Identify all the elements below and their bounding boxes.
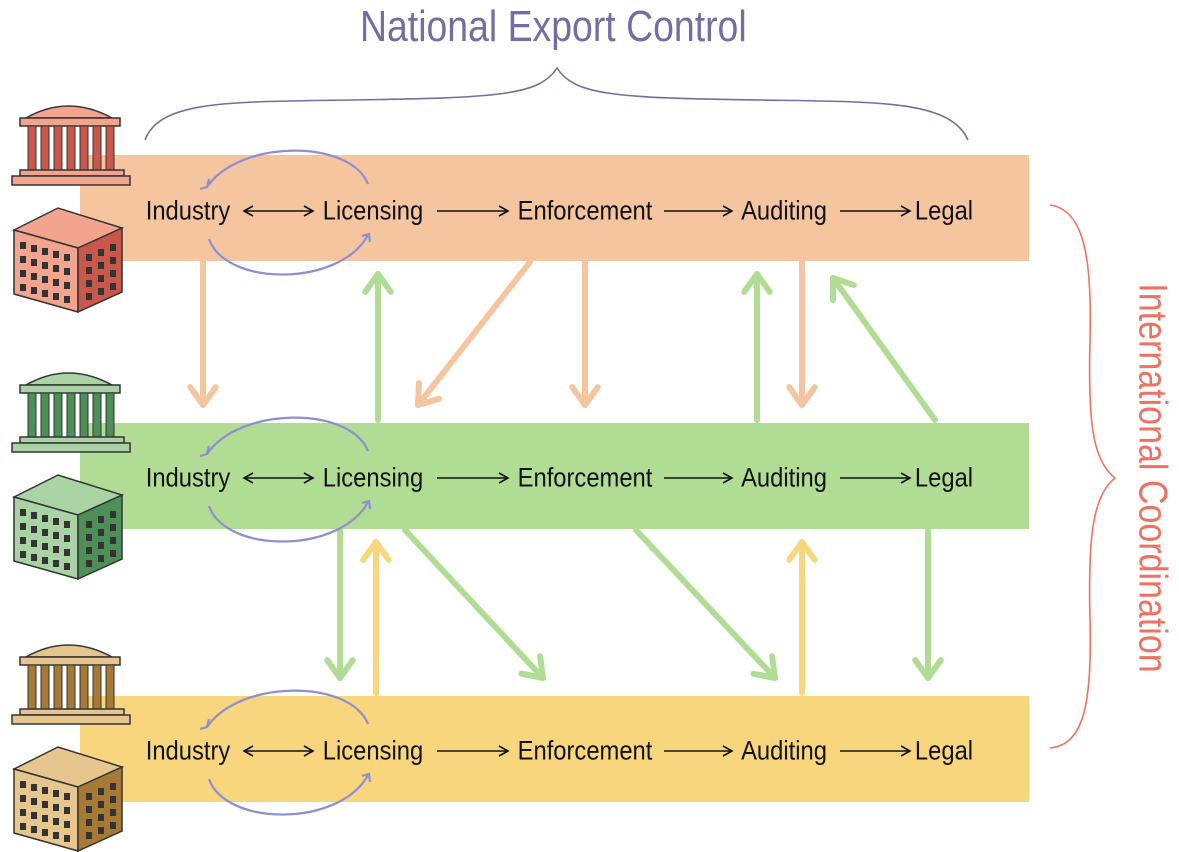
flow-arrow	[242, 205, 315, 217]
arrow-down	[415, 259, 533, 408]
stage-label-enforcement: Enforcement	[517, 195, 653, 226]
band-country-1	[80, 155, 1029, 261]
band-country-2	[80, 423, 1029, 529]
arrow-up	[786, 539, 818, 696]
government-building-icon	[11, 644, 131, 725]
stage-label-auditing: Auditing	[741, 195, 827, 226]
government-building-icon	[11, 372, 131, 453]
diagram-title: National Export Control	[360, 2, 747, 51]
arrow-down	[402, 527, 546, 681]
flow-arrow	[664, 745, 734, 757]
arrow-down	[187, 259, 219, 408]
flow-arrow	[242, 472, 315, 484]
stage-label-legal: Legal	[914, 735, 974, 766]
band-country-3	[80, 696, 1029, 802]
flow-arrow	[664, 472, 734, 484]
stage-label-licensing: Licensing	[322, 195, 424, 226]
stage-label-legal: Legal	[914, 462, 974, 493]
stage-label-enforcement: Enforcement	[517, 735, 653, 766]
arrow-up	[741, 271, 773, 423]
flow-arrow	[840, 745, 912, 757]
feedback-loop	[199, 149, 372, 276]
flow-arrow	[664, 205, 734, 217]
arrow-down	[569, 259, 601, 408]
stage-label-licensing: Licensing	[322, 735, 424, 766]
national-brace	[144, 66, 969, 141]
arrow-down	[786, 259, 818, 408]
arrow-down	[324, 527, 356, 681]
feedback-loop	[199, 689, 372, 816]
arrow-up	[360, 539, 392, 696]
flow-arrow	[242, 745, 315, 757]
stage-label-industry: Industry	[145, 195, 231, 226]
office-building-icon	[11, 207, 125, 314]
arrow-down	[912, 527, 944, 681]
flow-arrow	[437, 745, 510, 757]
flow-arrow	[840, 205, 912, 217]
flow-arrow	[437, 205, 510, 217]
stage-label-licensing: Licensing	[322, 462, 424, 493]
stage-label-industry: Industry	[145, 735, 231, 766]
stage-label-enforcement: Enforcement	[517, 462, 653, 493]
stage-label-auditing: Auditing	[741, 462, 827, 493]
flow-arrow	[437, 472, 510, 484]
government-building-icon	[11, 105, 131, 186]
international-brace	[1049, 204, 1117, 749]
arrow-up	[830, 275, 938, 423]
stage-label-legal: Legal	[914, 195, 974, 226]
stage-label-industry: Industry	[145, 462, 231, 493]
flow-arrow	[840, 472, 912, 484]
arrow-up	[362, 271, 394, 423]
stage-label-auditing: Auditing	[741, 735, 827, 766]
feedback-loop	[199, 416, 372, 543]
arrow-down	[633, 527, 778, 681]
office-building-icon	[11, 474, 125, 581]
office-building-icon	[11, 746, 125, 852]
